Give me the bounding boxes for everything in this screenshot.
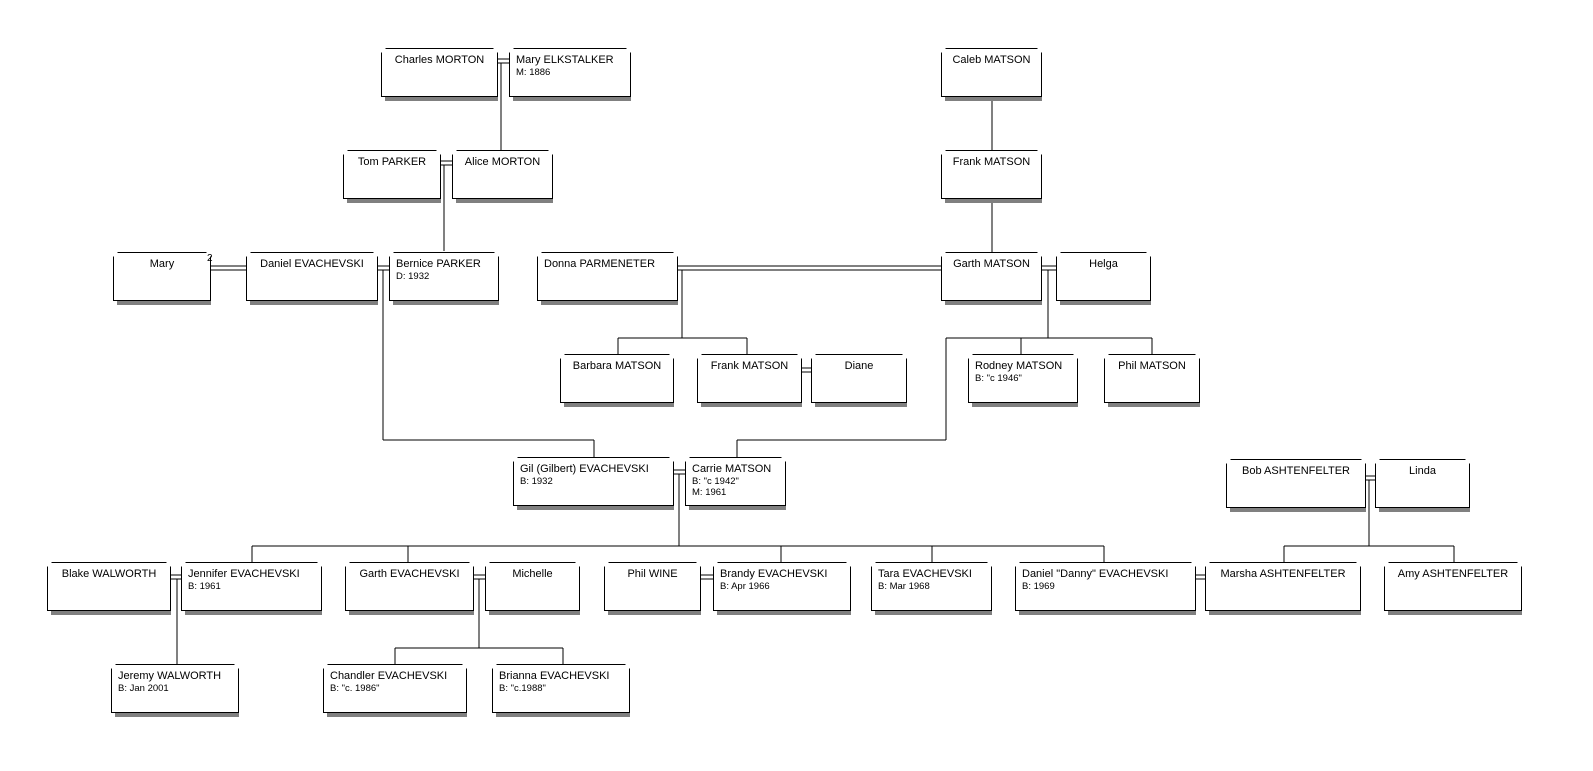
person-name: Marsha ASHTENFELTER [1220,568,1346,580]
person-event: B: "c 1942" [692,476,739,487]
person-caleb-matson[interactable]: Caleb MATSON [941,48,1042,97]
person-bob-ashtenfelter[interactable]: Bob ASHTENFELTER [1226,459,1366,508]
person-name: Blake WALWORTH [61,568,157,580]
person-name: Amy ASHTENFELTER [1397,568,1509,580]
person-marsha-ashtenfelter[interactable]: Marsha ASHTENFELTER [1205,562,1361,611]
person-event: B: "c 1946" [975,373,1022,384]
person-name: Garth EVACHEVSKI [359,568,460,580]
person-event: B: "c.1988" [499,683,546,694]
person-name: Mary ELKSTALKER [516,54,614,66]
person-barbara-matson[interactable]: Barbara MATSON [560,354,674,403]
person-jeremy-walworth[interactable]: Jeremy WALWORTH B: Jan 2001 [111,664,239,713]
person-name: Alice MORTON [464,156,541,168]
person-name: Daniel "Danny" EVACHEVSKI [1022,568,1169,580]
person-name: Rodney MATSON [975,360,1063,372]
person-name: Frank MATSON [710,360,789,372]
person-chandler-evachevski[interactable]: Chandler EVACHEVSKI B: "c. 1986" [323,664,467,713]
person-bernice-parker[interactable]: Bernice PARKER D: 1932 [389,252,499,301]
person-name: Brianna EVACHEVSKI [499,670,610,682]
person-mary-elkstalker[interactable]: Mary ELKSTALKER M: 1886 [509,48,631,97]
descent-lines [176,63,1455,664]
person-name: Frank MATSON [952,156,1031,168]
person-frank-matson-sr[interactable]: Frank MATSON [941,150,1042,199]
person-name: Tara EVACHEVSKI [878,568,972,580]
person-name: Gil (Gilbert) EVACHEVSKI [520,463,649,475]
person-gil-evachevski[interactable]: Gil (Gilbert) EVACHEVSKI B: 1932 [513,457,674,506]
person-brandy-evachevski[interactable]: Brandy EVACHEVSKI B: Apr 1966 [713,562,851,611]
person-name: Tom PARKER [357,156,427,168]
person-jennifer-evachevski[interactable]: Jennifer EVACHEVSKI B: 1961 [181,562,322,611]
person-carrie-matson[interactable]: Carrie MATSON B: "c 1942" M: 1961 [685,457,786,506]
person-name: Donna PARMENETER [544,258,656,270]
person-name: Chandler EVACHEVSKI [330,670,448,682]
person-name: Barbara MATSON [572,360,662,372]
person-event: B: 1969 [1022,581,1055,592]
person-alice-morton[interactable]: Alice MORTON [452,150,553,199]
person-michelle[interactable]: Michelle [485,562,580,611]
person-event: B: 1932 [520,476,553,487]
person-helga[interactable]: Helga [1056,252,1151,301]
marriage-count-mark: 2 [207,253,213,264]
person-name: Helga [1089,258,1118,270]
person-event: B: 1961 [188,581,221,592]
person-garth-matson[interactable]: Garth MATSON [941,252,1042,301]
person-rodney-matson[interactable]: Rodney MATSON B: "c 1946" [968,354,1078,403]
person-name: Jennifer EVACHEVSKI [188,568,300,580]
person-name: Daniel EVACHEVSKI [260,258,364,270]
person-danny-evachevski[interactable]: Daniel "Danny" EVACHEVSKI B: 1969 [1015,562,1196,611]
person-frank-matson-jr[interactable]: Frank MATSON [697,354,802,403]
person-phil-wine[interactable]: Phil WINE [604,562,701,611]
person-name: Phil MATSON [1118,360,1186,372]
person-blake-walworth[interactable]: Blake WALWORTH [47,562,171,611]
person-garth-evachevski[interactable]: Garth EVACHEVSKI [345,562,474,611]
person-event: B: Mar 1968 [878,581,930,592]
marriage-lines [171,58,1375,580]
person-amy-ashtenfelter[interactable]: Amy ASHTENFELTER [1384,562,1522,611]
person-brianna-evachevski[interactable]: Brianna EVACHEVSKI B: "c.1988" [492,664,630,713]
person-event: B: Apr 1966 [720,581,770,592]
person-name: Linda [1409,465,1436,477]
person-tara-evachevski[interactable]: Tara EVACHEVSKI B: Mar 1968 [871,562,992,611]
person-name: Charles MORTON [394,54,485,66]
person-event: B: Jan 2001 [118,683,169,694]
person-name: Caleb MATSON [952,54,1031,66]
person-name: Mary [149,258,175,270]
person-charles-morton[interactable]: Charles MORTON [381,48,498,97]
person-daniel-evachevski-sr[interactable]: Daniel EVACHEVSKI [246,252,378,301]
person-name: Michelle [512,568,553,580]
person-name: Carrie MATSON [692,463,772,475]
person-name: Phil WINE [627,568,678,580]
person-event: D: 1932 [396,271,430,282]
person-event: B: "c. 1986" [330,683,380,694]
person-name: Bob ASHTENFELTER [1242,465,1350,477]
person-name: Diane [844,360,874,372]
person-tom-parker[interactable]: Tom PARKER [343,150,441,199]
person-event: M: 1886 [516,67,551,78]
person-event: M: 1961 [692,487,727,498]
person-name: Jeremy WALWORTH [118,670,222,682]
person-name: Garth MATSON [953,258,1030,270]
person-phil-matson[interactable]: Phil MATSON [1104,354,1200,403]
person-mary[interactable]: Mary [113,252,211,301]
person-donna-parmeneter[interactable]: Donna PARMENETER [537,252,678,301]
person-name: Bernice PARKER [396,258,481,270]
person-linda[interactable]: Linda [1375,459,1470,508]
person-name: Brandy EVACHEVSKI [720,568,828,580]
person-diane[interactable]: Diane [811,354,907,403]
